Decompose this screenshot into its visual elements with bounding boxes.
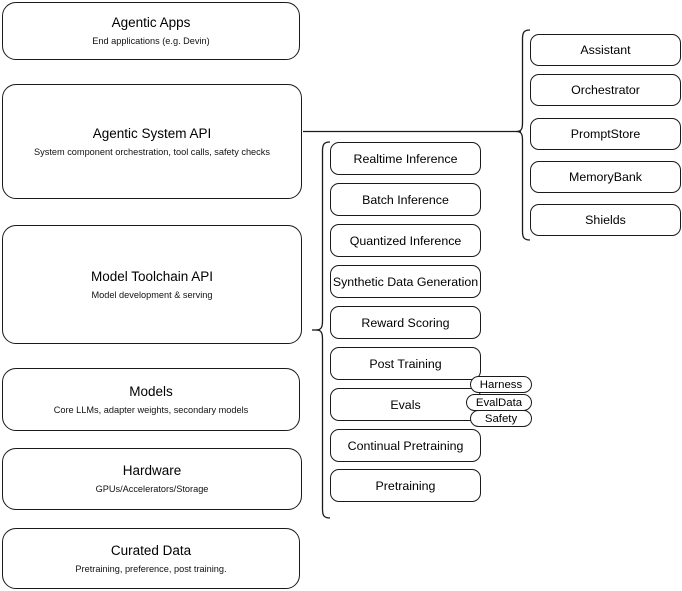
system-component-memorybank[interactable]: MemoryBank	[530, 161, 681, 193]
stack-layer-subtitle: Model development & serving	[91, 289, 213, 300]
stack-layer-model-toolchain-api[interactable]: Model Toolchain API Model development & …	[2, 225, 302, 344]
evals-subcomponent-safety[interactable]: Safety	[470, 410, 532, 427]
toolchain-components-brace	[316, 141, 331, 519]
stack-layer-title: Agentic Apps	[111, 15, 191, 30]
system-components-brace	[516, 29, 531, 241]
stack-layer-subtitle: System component orchestration, tool cal…	[34, 146, 270, 157]
stack-layer-subtitle: GPUs/Accelerators/Storage	[95, 484, 209, 494]
stack-layer-subtitle: Core LLMs, adapter weights, secondary mo…	[53, 404, 249, 415]
toolchain-component-batch-inference[interactable]: Batch Inference	[330, 183, 481, 216]
stack-layer-title: Hardware	[122, 463, 182, 478]
evals-subcomponent-evaldata[interactable]: EvalData	[466, 394, 532, 411]
system-component-promptstore[interactable]: PromptStore	[530, 118, 681, 150]
evals-subcomponent-harness[interactable]: Harness	[470, 376, 532, 393]
stack-layer-agentic-system-api[interactable]: Agentic System API System component orch…	[2, 84, 302, 199]
toolchain-component-continual-pretraining[interactable]: Continual Pretraining	[330, 429, 481, 462]
toolchain-component-evals[interactable]: Evals	[330, 388, 481, 421]
stack-layer-subtitle: Pretraining, preference, post training.	[75, 563, 227, 574]
stack-layer-curated-data[interactable]: Curated Data Pretraining, preference, po…	[2, 528, 300, 589]
toolchain-component-synthetic-data-generation[interactable]: Synthetic Data Generation	[330, 265, 481, 298]
stack-layer-title: Curated Data	[110, 542, 192, 558]
stack-layer-subtitle: End applications (e.g. Devin)	[92, 36, 210, 46]
stack-layer-models[interactable]: Models Core LLMs, adapter weights, secon…	[2, 368, 300, 431]
stack-layer-hardware[interactable]: Hardware GPUs/Accelerators/Storage	[2, 448, 302, 510]
system-component-shields[interactable]: Shields	[530, 204, 681, 236]
system-component-assistant[interactable]: Assistant	[530, 34, 681, 66]
toolchain-component-quantized-inference[interactable]: Quantized Inference	[330, 224, 481, 257]
toolchain-component-post-training[interactable]: Post Training	[330, 347, 481, 380]
toolchain-component-realtime-inference[interactable]: Realtime Inference	[330, 142, 481, 175]
stack-layer-title: Models	[129, 383, 173, 399]
system-component-orchestrator[interactable]: Orchestrator	[530, 74, 681, 106]
stack-layer-title: Model Toolchain API	[90, 268, 214, 284]
toolchain-component-pretraining[interactable]: Pretraining	[330, 469, 481, 502]
stack-layer-title: Agentic System API	[92, 125, 212, 141]
stack-layer-agentic-apps[interactable]: Agentic Apps End applications (e.g. Devi…	[2, 2, 300, 60]
toolchain-component-reward-scoring[interactable]: Reward Scoring	[330, 306, 481, 339]
